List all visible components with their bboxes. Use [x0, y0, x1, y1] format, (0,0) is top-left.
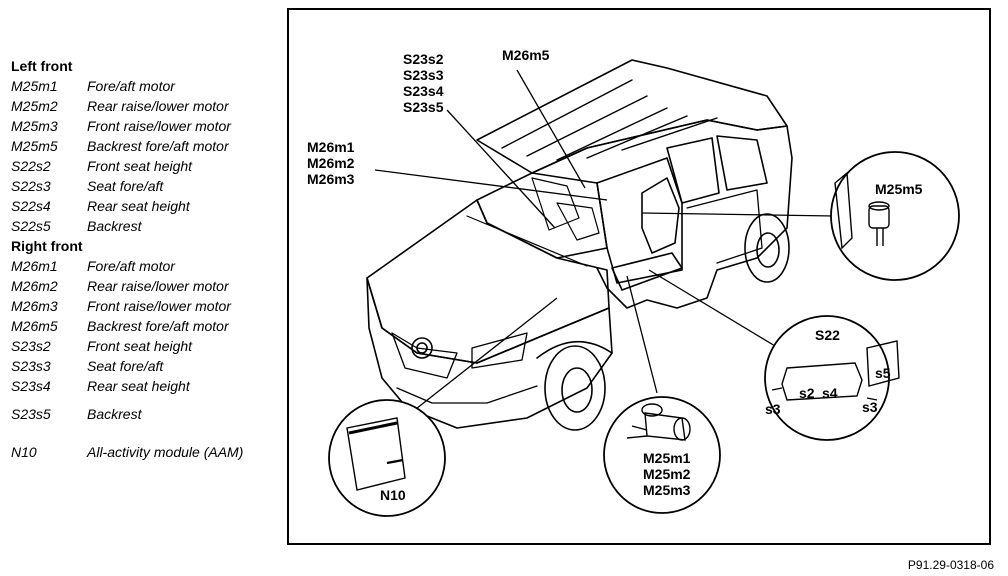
label-m25m3: M25m3 — [643, 482, 691, 498]
legend-row-s22s5: S22s5 Backrest — [11, 216, 281, 236]
legend-code: S22s2 — [11, 158, 51, 174]
backrest-motor-icon — [834, 171, 890, 250]
m25m5-callout — [830, 151, 960, 281]
legend-code: S23s2 — [11, 338, 51, 354]
diagram-frame — [287, 8, 991, 545]
label-m25m2: M25m2 — [643, 466, 691, 482]
right-front-header: Right front — [11, 238, 83, 254]
label-s22-s3-right: s3 — [862, 399, 878, 415]
legend-row-s23s5: S23s5 Backrest — [11, 404, 281, 424]
legend-code: S23s5 — [11, 406, 51, 422]
legend-code: S23s4 — [11, 378, 51, 394]
legend-row-m25m5: M25m5 Backrest fore/aft motor — [11, 136, 281, 156]
legend-code: M26m5 — [11, 318, 58, 334]
label-m26m5: M26m5 — [502, 47, 550, 63]
legend-desc: All-activity module (AAM) — [87, 444, 244, 460]
label-s23s5: S23s5 — [403, 99, 444, 115]
legend-code: M26m1 — [11, 258, 58, 274]
legend-code: N10 — [11, 444, 37, 460]
legend-row-m25m2: M25m2 Rear raise/lower motor — [11, 96, 281, 116]
legend-desc: Rear raise/lower motor — [87, 278, 229, 294]
legend-desc: Backrest — [87, 218, 142, 234]
legend-row-m25m3: M25m3 Front raise/lower motor — [11, 116, 281, 136]
legend-desc: Rear seat height — [87, 198, 190, 214]
legend-desc: Front raise/lower motor — [87, 298, 231, 314]
vehicle-diagram: S23s2 S23s3 S23s4 S23s5 M26m5 M26m1 M26m… — [307, 47, 960, 517]
legend-code: M25m1 — [11, 78, 58, 94]
legend-row-s22s4: S22s4 Rear seat height — [11, 196, 281, 216]
legend-row-s23s4: S23s4 Rear seat height — [11, 376, 281, 396]
label-s23s3: S23s3 — [403, 67, 444, 83]
seat-switch-icon — [771, 340, 900, 401]
legend-row-m26m2: M26m2 Rear raise/lower motor — [11, 276, 281, 296]
label-m25m5: M25m5 — [875, 181, 923, 197]
legend-row-m26m3: M26m3 Front raise/lower motor — [11, 296, 281, 316]
label-s22: S22 — [815, 327, 840, 343]
rear-wheel — [744, 213, 790, 283]
legend-spacer — [11, 424, 281, 442]
legend-desc: Front raise/lower motor — [87, 118, 231, 134]
front-wheel — [544, 345, 606, 431]
right-front-door-opening — [596, 157, 683, 284]
label-s22-s3-left: s3 — [765, 401, 781, 417]
aam-module-icon — [346, 417, 406, 491]
seat-motor-icon — [626, 403, 691, 441]
legend-row-s22s2: S22s2 Front seat height — [11, 156, 281, 176]
legend-code: S22s3 — [11, 178, 51, 194]
legend-row-n10: N10 All-activity module (AAM) — [11, 442, 281, 462]
legend-row-s23s3: S23s3 Seat fore/aft — [11, 356, 281, 376]
legend-desc: Rear seat height — [87, 378, 190, 394]
legend-row-m25m1: M25m1 Fore/aft motor — [11, 76, 281, 96]
legend-desc: Seat fore/aft — [87, 358, 164, 374]
label-n10: N10 — [380, 487, 406, 503]
legend-code: M25m3 — [11, 118, 58, 134]
front-fascia — [366, 277, 613, 429]
label-s23s4: S23s4 — [403, 83, 444, 99]
legend-desc: Backrest fore/aft motor — [87, 138, 229, 154]
legend-row-m26m1: M26m1 Fore/aft motor — [11, 256, 281, 276]
label-s22-s4: s4 — [822, 385, 838, 401]
legend-row-s22s3: S22s3 Seat fore/aft — [11, 176, 281, 196]
label-s23s2: S23s2 — [403, 51, 444, 67]
s22-callout — [764, 315, 890, 441]
legend-desc: Backrest — [87, 406, 142, 422]
n10-callout — [328, 399, 446, 517]
legend-code: M26m2 — [11, 278, 58, 294]
legend-code: M25m2 — [11, 98, 58, 114]
legend-desc: Backrest fore/aft motor — [87, 318, 229, 334]
legend-spacer — [11, 396, 281, 404]
legend-code: M26m3 — [11, 298, 58, 314]
legend-desc: Rear raise/lower motor — [87, 98, 229, 114]
label-m26m2: M26m2 — [307, 155, 355, 171]
legend-row-m26m5: M26m5 Backrest fore/aft motor — [11, 316, 281, 336]
legend-code: S22s4 — [11, 198, 51, 214]
vehicle-roof — [476, 59, 788, 174]
legend-desc: Seat fore/aft — [87, 178, 164, 194]
legend-desc: Front seat height — [87, 338, 193, 354]
left-front-header: Left front — [11, 58, 73, 74]
label-m26m3: M26m3 — [307, 171, 355, 187]
label-s22-s2: s2 — [799, 385, 815, 401]
legend-desc: Fore/aft motor — [87, 78, 175, 94]
legend-code: M25m5 — [11, 138, 58, 154]
legend-desc: Fore/aft motor — [87, 258, 175, 274]
legend-code: S23s3 — [11, 358, 51, 374]
label-s22-s5: s5 — [875, 365, 891, 381]
label-m26m1: M26m1 — [307, 139, 355, 155]
legend-row-s23s2: S23s2 Front seat height — [11, 336, 281, 356]
legend-code: S22s5 — [11, 218, 51, 234]
legend-desc: Front seat height — [87, 158, 193, 174]
figure-reference: P91.29-0318-06 — [907, 558, 994, 572]
grille-emblem — [411, 337, 433, 359]
label-m25m1: M25m1 — [643, 450, 691, 466]
vehicle-side — [531, 119, 793, 309]
